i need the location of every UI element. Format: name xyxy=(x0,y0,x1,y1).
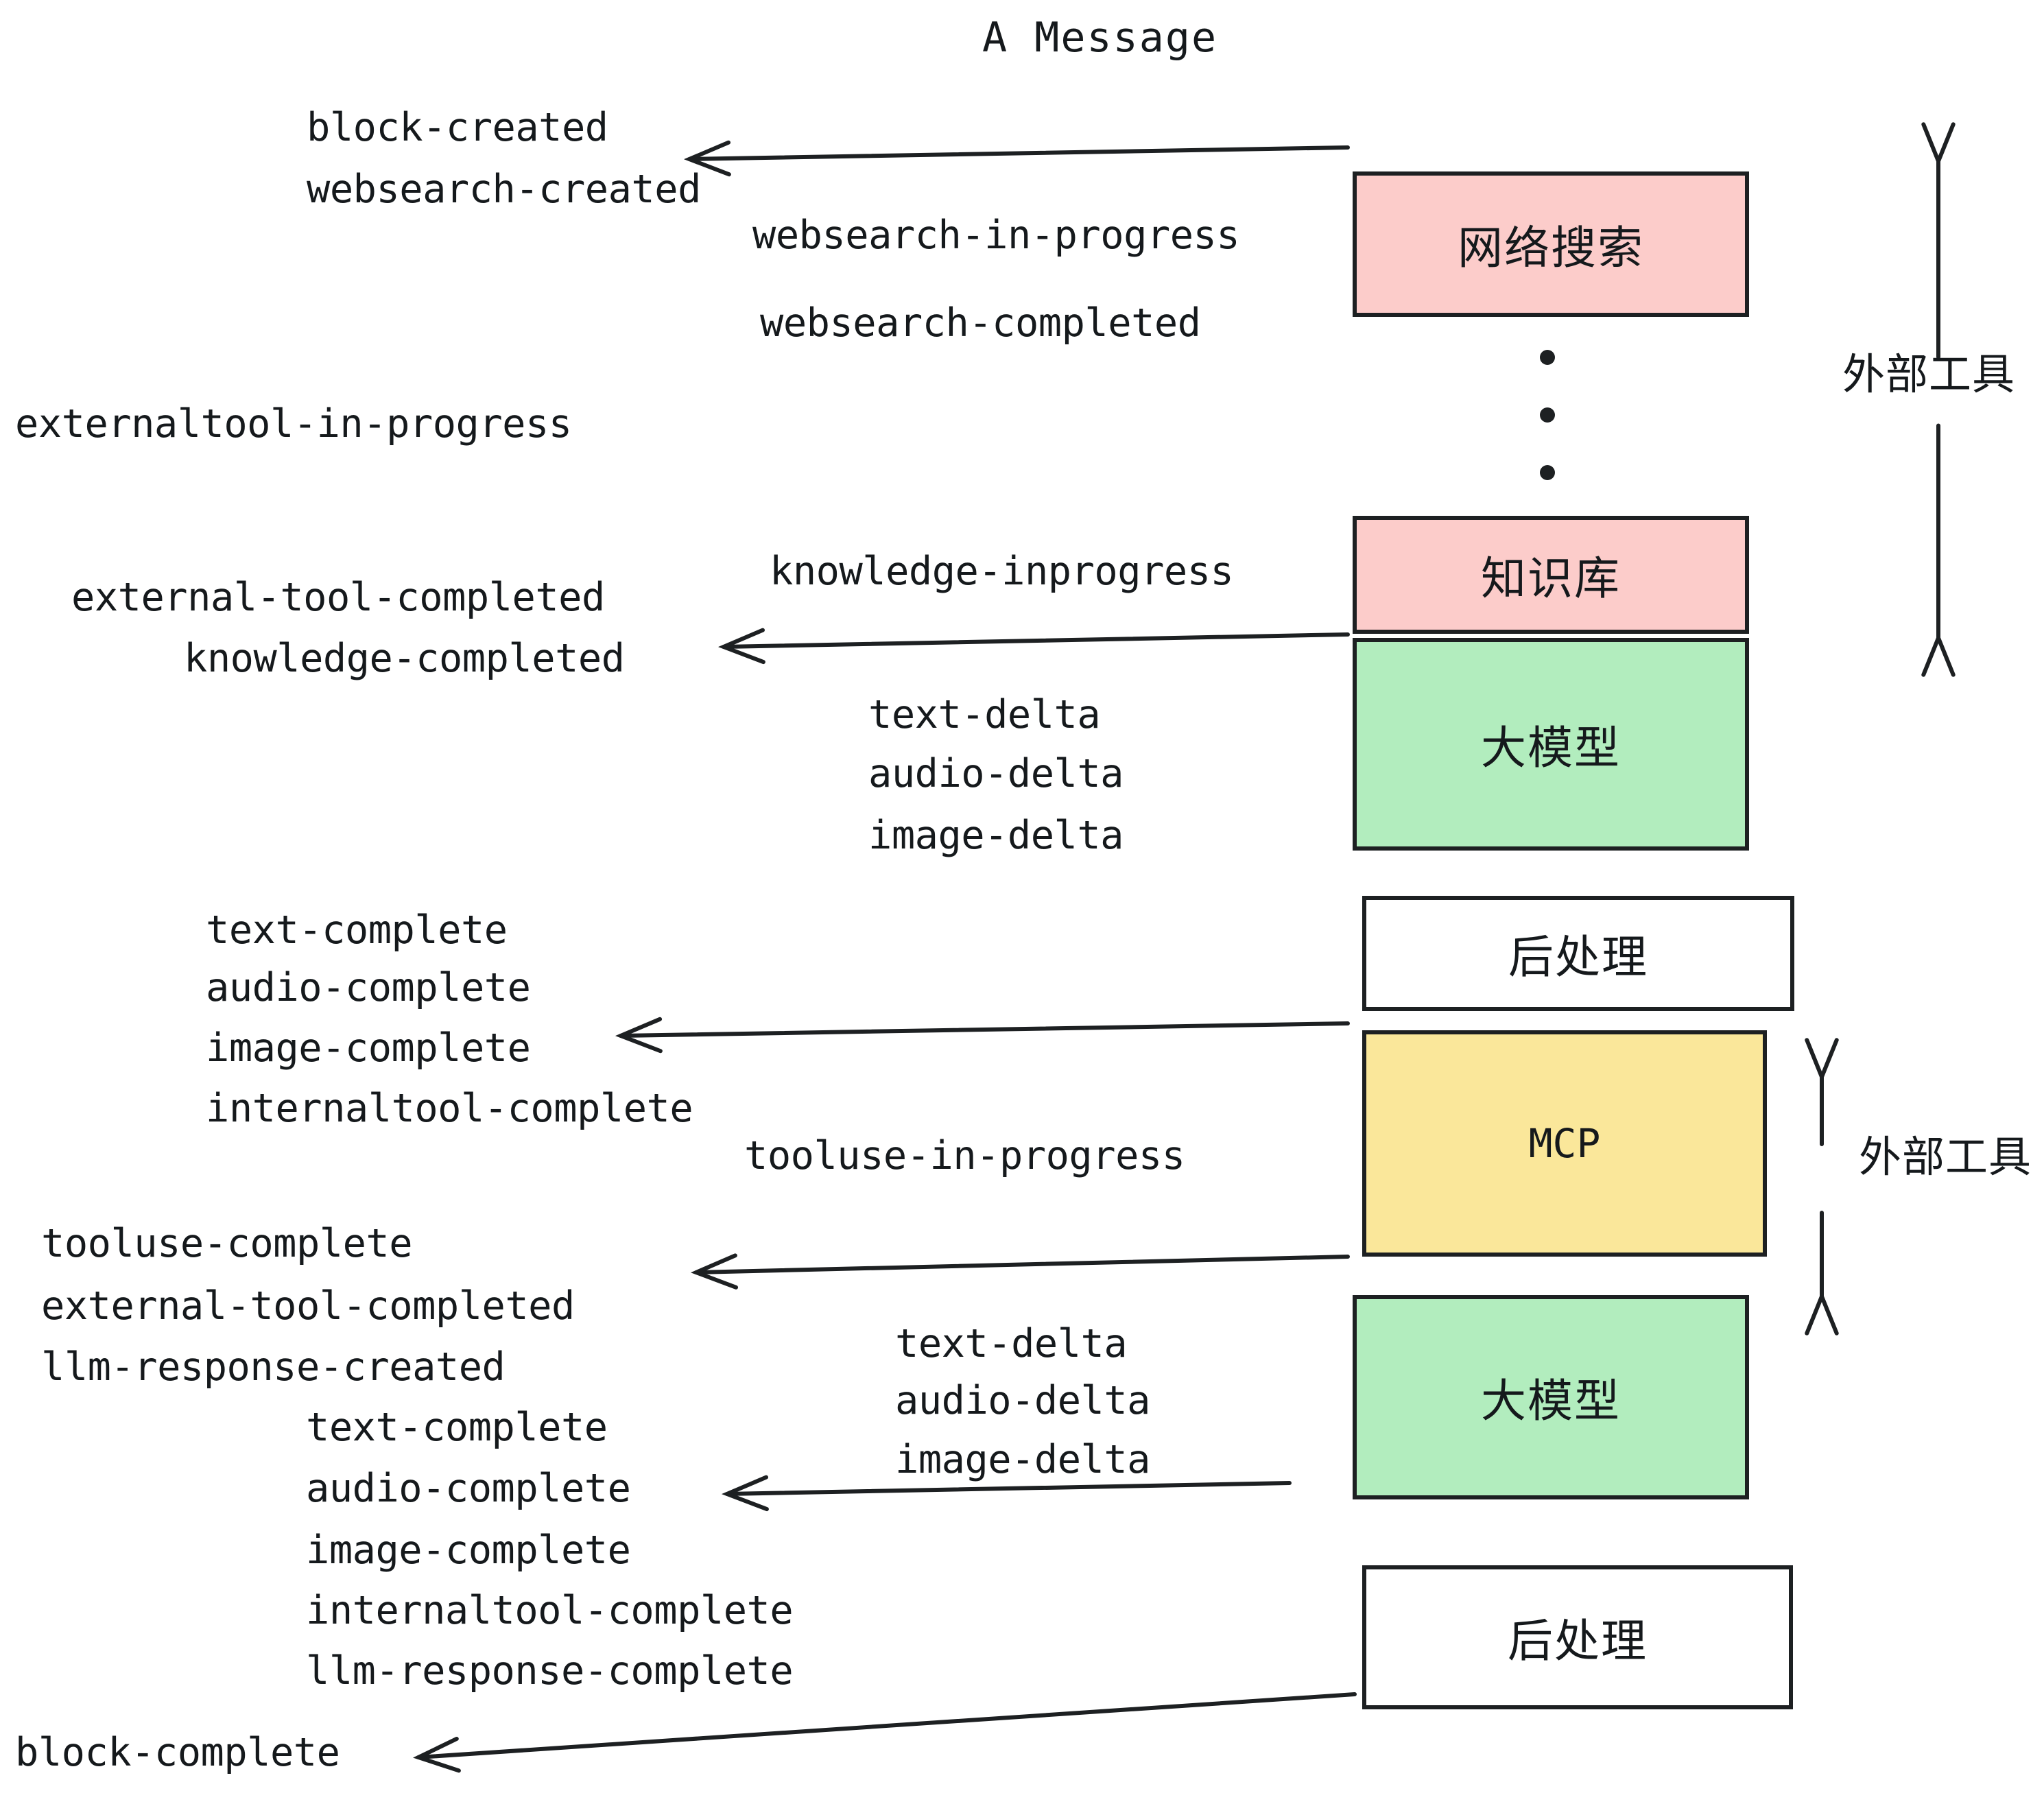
node-box-label: 网络搜索 xyxy=(1458,222,1644,273)
page-title: A Message xyxy=(982,14,1218,62)
event-label-text-delta-1: text-delta xyxy=(868,692,1101,737)
node-box-label: 大模型 xyxy=(1481,1375,1621,1426)
event-label-tooluse-in-progress: tooluse-in-progress xyxy=(744,1133,1185,1178)
node-box-knowledge: 知识库 xyxy=(1353,516,1749,634)
arrow-image-complete xyxy=(615,1017,1350,1054)
side-label-external-tools-top: 外部工具 xyxy=(1842,351,2016,399)
node-box-label: 后处理 xyxy=(1508,931,1648,982)
node-box-post-top: 后处理 xyxy=(1362,896,1794,1011)
event-label-image-complete-2: image-complete xyxy=(306,1528,631,1573)
event-label-text-complete-2: text-complete xyxy=(306,1405,608,1450)
node-box-websearch: 网络搜索 xyxy=(1353,171,1749,317)
node-box-label: MCP xyxy=(1528,1120,1601,1167)
node-box-label: 大模型 xyxy=(1481,722,1621,773)
external-tools-span-bottom xyxy=(1805,1038,1839,1336)
arrow-knowledge-done xyxy=(717,628,1350,665)
side-label-external-tools-bottom: 外部工具 xyxy=(1859,1134,2032,1181)
node-box-label: 后处理 xyxy=(1508,1615,1648,1666)
arrow-tooluse-complete xyxy=(690,1253,1350,1290)
event-label-audio-delta-1: audio-delta xyxy=(868,751,1124,796)
arrow-block-created xyxy=(683,140,1350,177)
event-label-llm-response-created: llm-response-created xyxy=(41,1344,506,1390)
event-label-text-complete-1: text-complete xyxy=(206,907,508,953)
event-label-tooluse-complete: tooluse-complete xyxy=(41,1221,413,1266)
event-label-knowledge-completed: knowledge-completed xyxy=(184,636,625,681)
event-label-externaltool-in-progress: externaltool-in-progress xyxy=(15,401,572,447)
node-box-label: 知识库 xyxy=(1481,553,1621,604)
event-label-audio-complete-1: audio-complete xyxy=(206,965,531,1010)
event-label-image-delta-2: image-delta xyxy=(895,1437,1151,1482)
event-label-websearch-completed: websearch-completed xyxy=(760,300,1201,346)
node-box-llm-bottom: 大模型 xyxy=(1353,1295,1749,1499)
event-label-image-complete-1: image-complete xyxy=(206,1025,531,1071)
event-label-audio-complete-2: audio-complete xyxy=(306,1466,631,1511)
node-box-mcp: MCP xyxy=(1362,1030,1767,1257)
event-label-text-delta-2: text-delta xyxy=(895,1321,1128,1366)
arrow-block-complete xyxy=(413,1692,1357,1773)
vertical-ellipsis-icon xyxy=(1540,350,1555,480)
event-label-internaltool-complete-1: internaltool-complete xyxy=(206,1086,693,1131)
event-label-audio-delta-2: audio-delta xyxy=(895,1378,1151,1423)
event-label-websearch-in-progress: websearch-in-progress xyxy=(752,213,1240,258)
event-label-external-tool-completed-1: external-tool-completed xyxy=(71,575,605,620)
event-label-image-delta-1: image-delta xyxy=(868,813,1124,858)
event-label-internaltool-complete-2: internaltool-complete xyxy=(306,1588,794,1633)
event-label-llm-response-complete: llm-response-complete xyxy=(306,1648,794,1694)
event-label-block-created: block-created xyxy=(307,105,608,150)
node-box-post-bottom: 后处理 xyxy=(1362,1565,1793,1709)
event-label-knowledge-inprogress: knowledge-inprogress xyxy=(770,549,1234,594)
event-label-websearch-created: websearch-created xyxy=(307,167,701,212)
event-label-block-complete: block-complete xyxy=(15,1730,340,1775)
node-box-llm-top: 大模型 xyxy=(1353,638,1749,851)
event-label-external-tool-completed-2: external-tool-completed xyxy=(41,1283,575,1329)
